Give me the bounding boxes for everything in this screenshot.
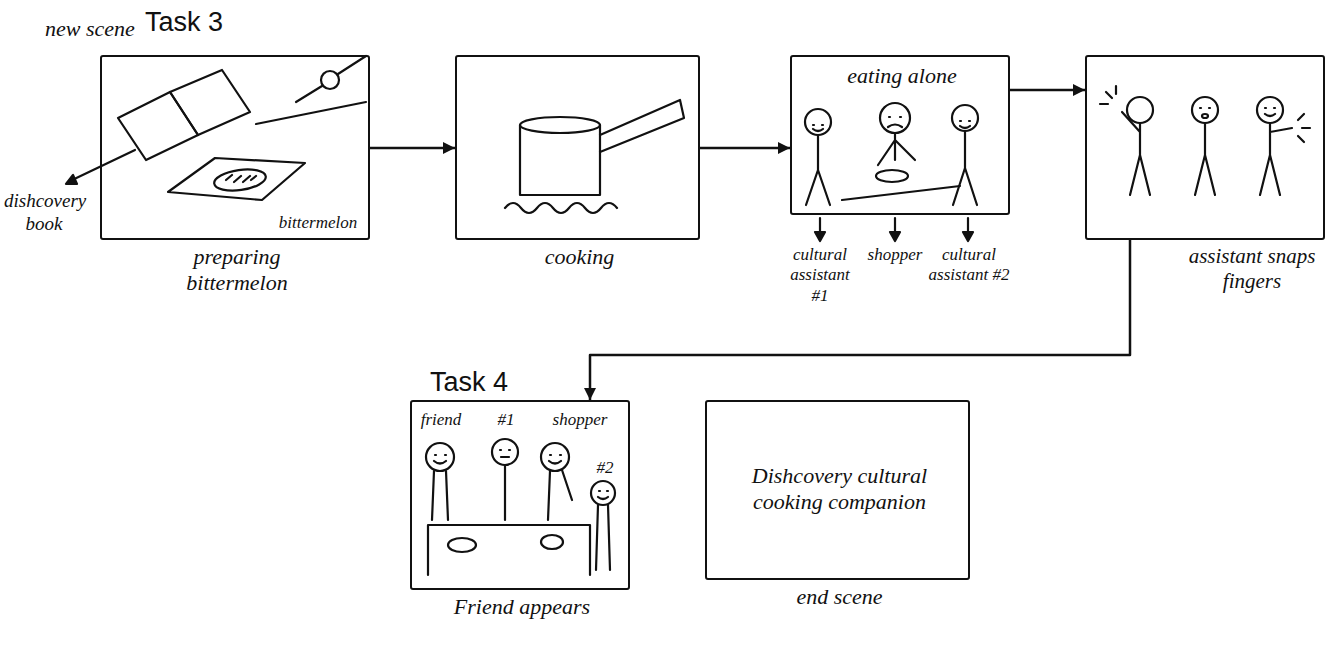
arrow-head xyxy=(778,142,790,154)
storyboard-panel: cooking xyxy=(455,55,700,240)
panel-caption: end scene xyxy=(707,584,972,610)
task-heading: Task 4 xyxy=(430,366,508,398)
panel-caption: assistant snaps fingers xyxy=(1177,244,1327,294)
arrow-head xyxy=(1073,84,1085,96)
flow-arrow xyxy=(370,142,455,154)
annotation-label: shopper xyxy=(860,245,930,265)
storyboard-panel: assistant snaps fingers xyxy=(1085,55,1325,240)
flow-arrow xyxy=(1010,84,1085,96)
arrow-head xyxy=(443,142,455,154)
panel-text: eating alone xyxy=(798,63,1006,89)
storyboard-panel: eating alone xyxy=(790,55,1010,215)
annotation-label: #2 xyxy=(592,458,618,478)
arrow-head xyxy=(584,388,596,400)
storyboard-panel: Dishcovery cultural cooking companionend… xyxy=(705,400,970,580)
annotation-label: #1 xyxy=(494,410,518,430)
snap-sketch xyxy=(1100,86,1310,195)
arrow-line xyxy=(700,147,790,150)
annotation-label: dishcovery book xyxy=(4,190,84,236)
flow-arrow xyxy=(700,142,790,154)
flow-arrow xyxy=(584,240,1130,400)
annotation-label: bittermelon xyxy=(270,213,366,233)
annotation-label: cultural assistant #1 xyxy=(780,245,860,306)
panel-text: Dishcovery cultural cooking companion xyxy=(721,463,958,516)
panel-caption: Friend appears xyxy=(412,594,632,620)
prep-sketch xyxy=(66,56,366,200)
task-heading: Task 3 xyxy=(145,6,223,38)
friends-sketch xyxy=(426,439,615,575)
annotation-label: cultural assistant #2 xyxy=(928,245,1010,286)
annotation-label: new scene xyxy=(45,16,145,42)
annotation-label: friend xyxy=(416,410,466,430)
pot-sketch xyxy=(505,100,684,213)
arrow-line xyxy=(370,147,455,150)
panel-caption: cooking xyxy=(477,244,682,270)
eating-sketch xyxy=(805,103,978,241)
arrow-line xyxy=(590,240,1130,400)
annotation-label: shopper xyxy=(548,410,612,430)
panel-caption: preparing bittermelon xyxy=(142,244,332,297)
storyboard-panel: preparing bittermelon xyxy=(100,55,370,240)
